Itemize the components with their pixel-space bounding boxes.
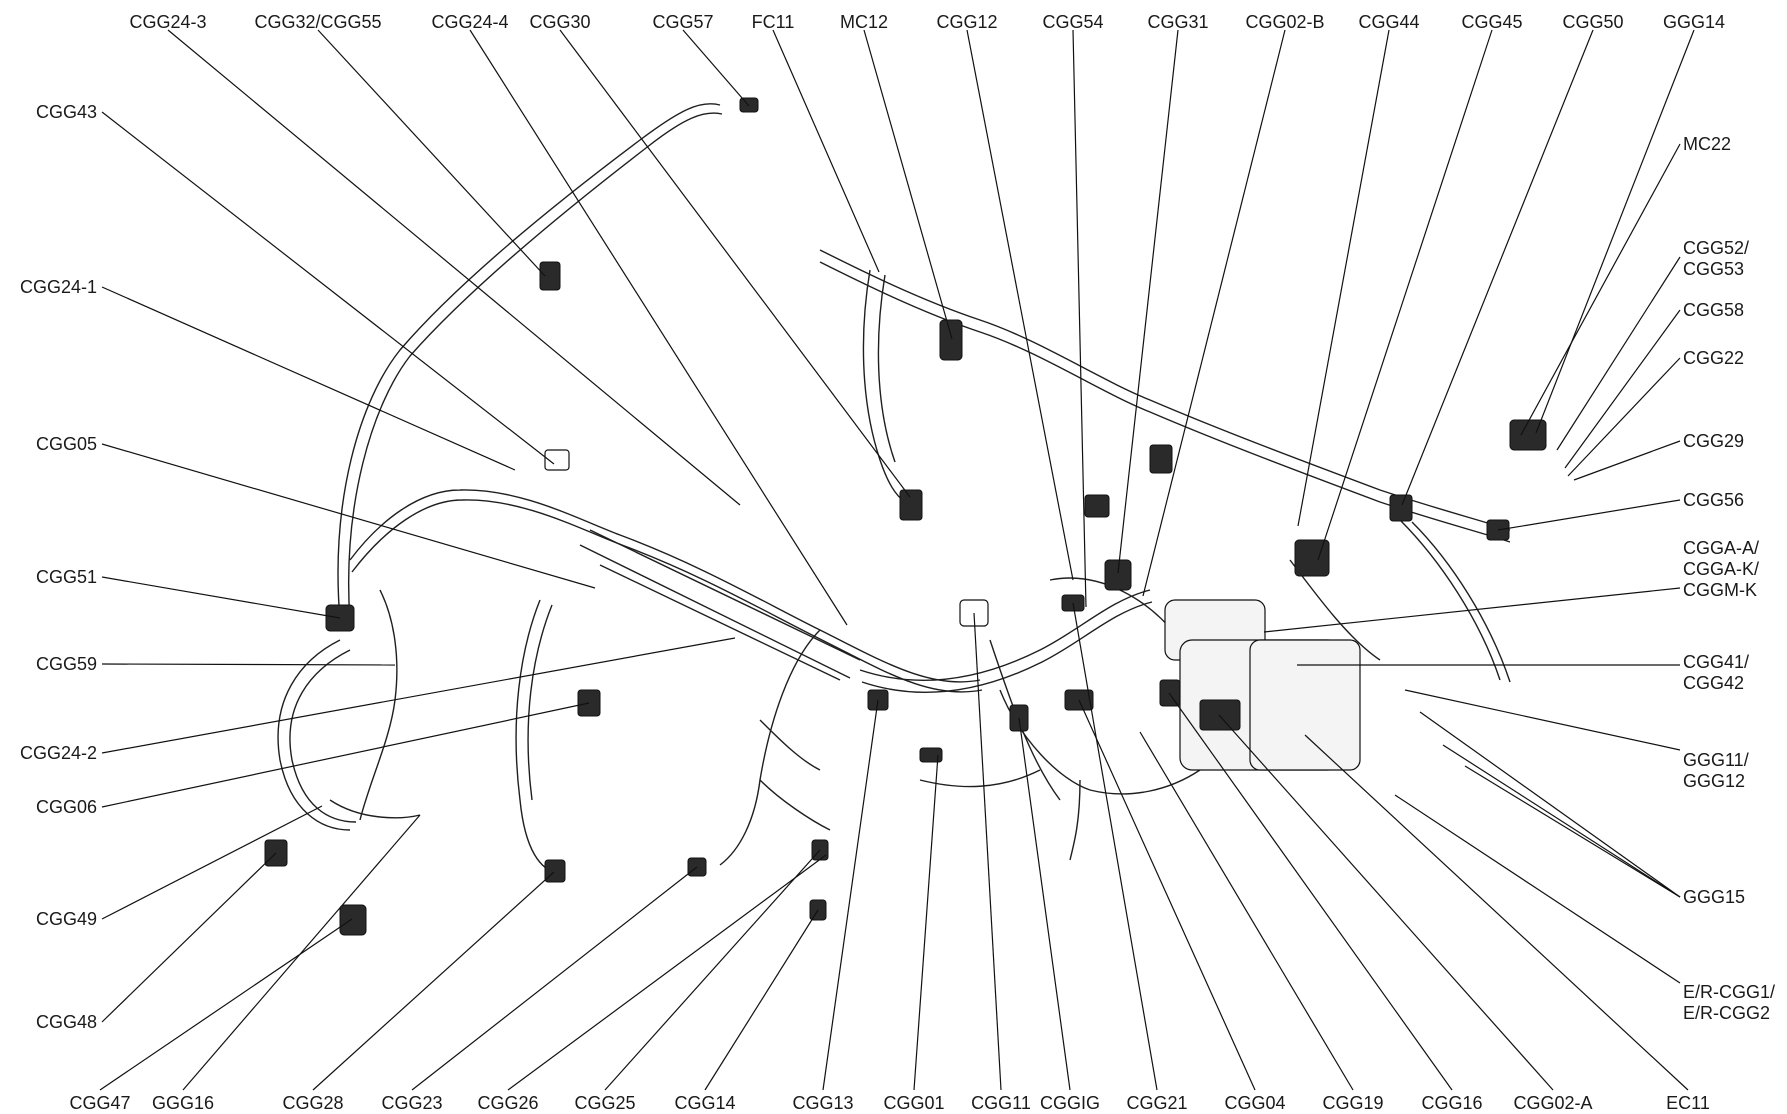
callout-label: CGG29 [1683,431,1744,451]
callout-label: EC11 [1666,1093,1710,1113]
callout-label: CGG14 [674,1093,735,1113]
left-callouts: CGG43 CGG24-1 CGG05 CGG51 CGG59 CGG24-2 … [20,102,97,1032]
callout-label: CGG26 [477,1093,538,1113]
callout-label: MC12 [840,12,888,32]
connector-cgg47 [339,904,367,936]
callout-label: CGG02-B [1245,12,1324,32]
callout-label: CGG13 [792,1093,853,1113]
callout-label: CGGIG [1040,1093,1100,1113]
callout-label: CGG49 [36,909,97,929]
callout-label: CGG51 [36,567,97,587]
callout-label: CGG24-3 [129,12,206,32]
callout-label: FC11 [752,12,795,32]
callout-label: CGG04 [1224,1093,1285,1113]
leader-lines [99,29,1695,1091]
block-cgg41 [1249,639,1361,771]
callout-label: GGG16 [152,1093,214,1113]
callout-label: CGG44 [1358,12,1419,32]
callout-label: CGGA-A/CGGA-K/CGGM-K [1683,538,1759,600]
connector-cgg31 [1104,559,1132,591]
callout-label: CGG45 [1461,12,1522,32]
connector-cgg45 [1389,494,1413,522]
callout-label: GGG14 [1663,12,1725,32]
callout-label: CGG54 [1042,12,1103,32]
callout-label: CGG05 [36,434,97,454]
callout-label: CGG41/CGG42 [1683,652,1749,693]
callout-label: CGG47 [69,1093,130,1113]
callout-label: CGG43 [36,102,97,122]
callout-label: CGG28 [282,1093,343,1113]
callout-label: CGG31 [1147,12,1208,32]
callout-label: CGG06 [36,797,97,817]
harness-components [264,97,1547,936]
connector-cgg30 [899,489,923,521]
callout-label: CGG32/CGG55 [254,12,381,32]
callout-label: GGG15 [1683,887,1745,907]
callout-label: CGG50 [1562,12,1623,32]
callout-label: CGG52/CGG53 [1683,238,1749,279]
top-callouts: CGG24-3 CGG32/CGG55 CGG24-4 CGG30 CGG57 … [129,12,1725,32]
connector-cgg44 [1294,539,1330,577]
connector-cgg01 [919,747,943,763]
callout-label: CGG59 [36,654,97,674]
callout-label: CGG24-2 [20,743,97,763]
callout-label: CGG25 [574,1093,635,1113]
connector-cgg16 [1159,679,1181,707]
callout-label: CGG19 [1322,1093,1383,1113]
callout-label: CGG24-1 [20,277,97,297]
callout-label: CGG58 [1683,300,1744,320]
harness-wires [277,103,1511,876]
connector-cgg32 [539,261,561,291]
callout-label: CGG11 [971,1093,1031,1113]
connector-cgg52 [1509,419,1547,451]
connector-cgg57 [739,97,759,113]
callout-label: CGG23 [381,1093,442,1113]
callout-label: CGG30 [529,12,590,32]
callout-label: CGG12 [936,12,997,32]
connector-cgg02-a [1199,699,1241,731]
connector-mc12 [939,319,963,361]
bottom-callouts: CGG47 GGG16 CGG28 CGG23 CGG26 CGG25 CGG1… [69,1093,1709,1113]
right-callouts: MC22 CGG52/CGG53 CGG58 CGG22 CGG29 CGG56… [1683,134,1775,1023]
callout-label: CGG56 [1683,490,1744,510]
connector-cgg54 [1149,444,1173,474]
callout-label: CGG24-4 [431,12,508,32]
callout-label: CGG01 [883,1093,944,1113]
callout-label: E/R-CGG1/E/R-CGG2 [1683,982,1775,1023]
callout-label: GGG11/GGG12 [1683,750,1749,791]
callout-label: CGG21 [1126,1093,1187,1113]
callout-label: CGG57 [652,12,713,32]
connector-cgg24-1 [544,449,570,471]
callout-label: CGG02-A [1513,1093,1592,1113]
connector-cgg12 [1084,494,1110,518]
connector-cgg28 [544,859,566,883]
callout-label: CGG16 [1421,1093,1482,1113]
callout-label: CGG22 [1683,348,1744,368]
callout-label: CGG48 [36,1012,97,1032]
callout-label: MC22 [1683,134,1731,154]
